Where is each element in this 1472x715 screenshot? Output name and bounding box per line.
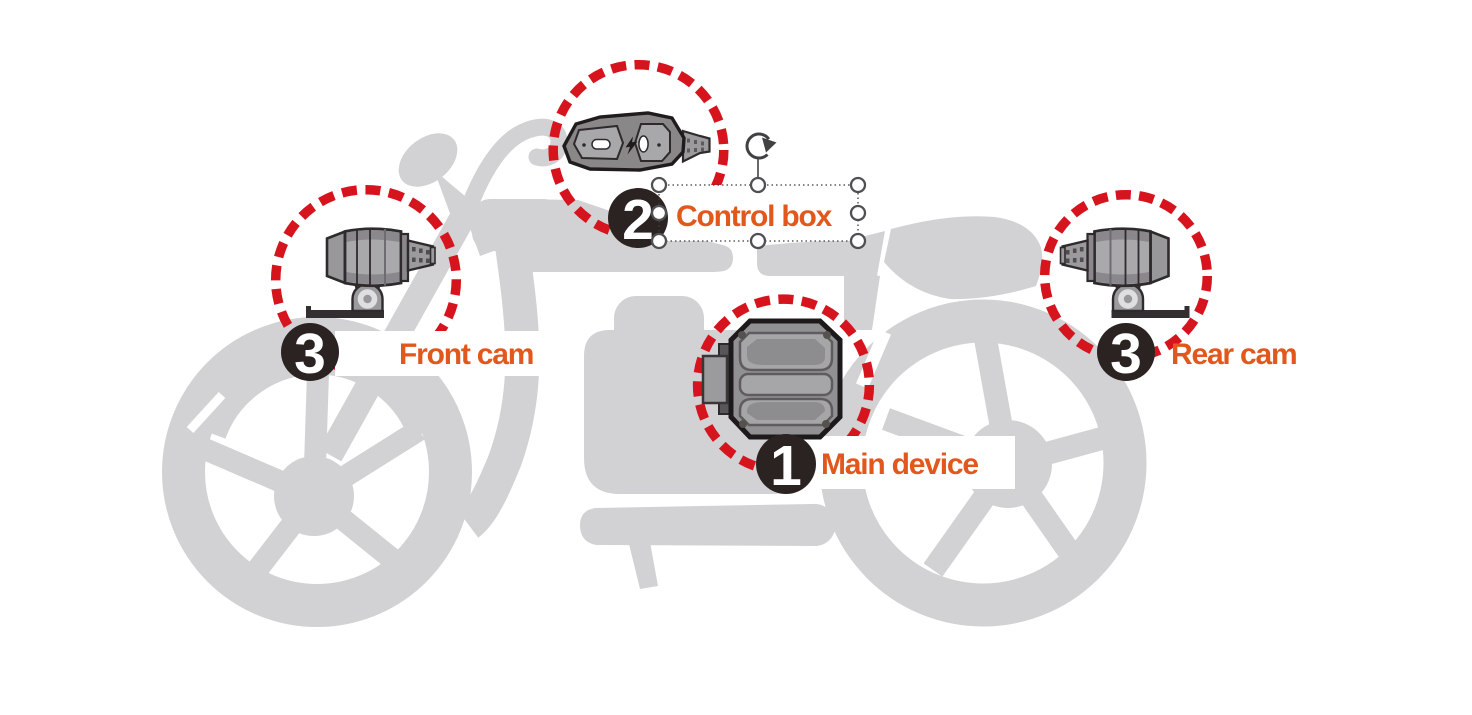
svg-text:3: 3 <box>294 322 326 386</box>
svg-text:Rear cam: Rear cam <box>1171 338 1297 371</box>
svg-text:3: 3 <box>1110 322 1142 386</box>
svg-text:Control box: Control box <box>676 200 833 233</box>
svg-text:Main device: Main device <box>821 448 978 481</box>
svg-text:1: 1 <box>770 434 802 498</box>
svg-text:Front cam: Front cam <box>399 338 533 371</box>
svg-text:2: 2 <box>622 188 654 252</box>
